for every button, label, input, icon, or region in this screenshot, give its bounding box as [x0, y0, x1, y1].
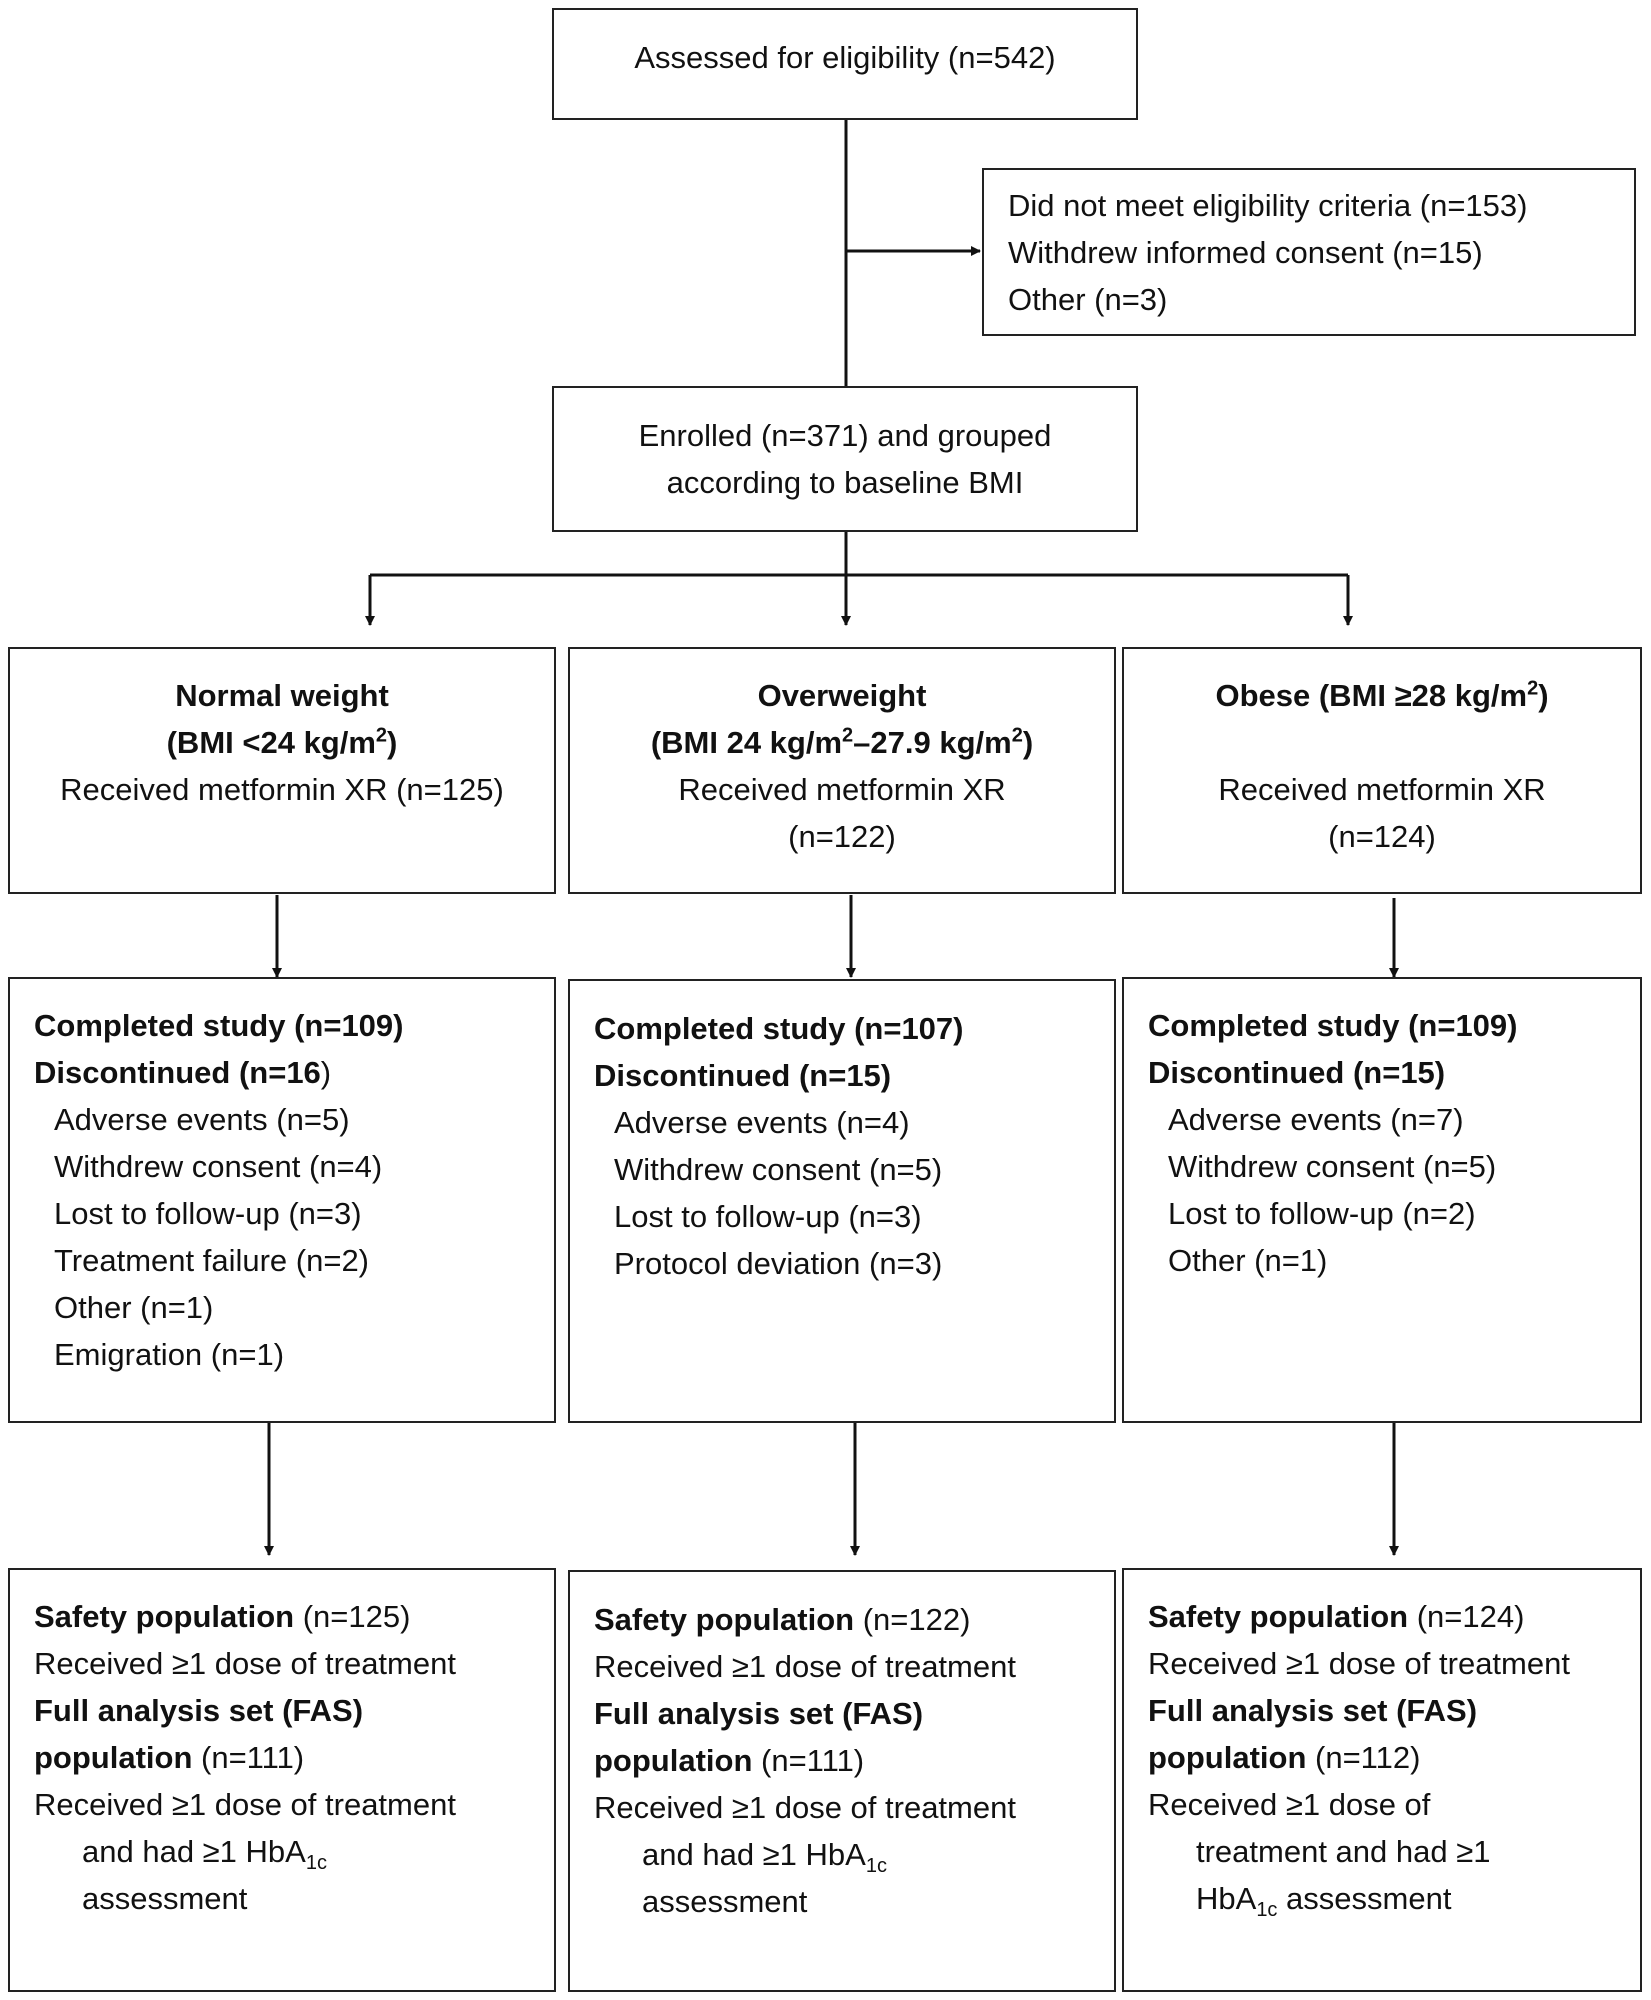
completed-study: Completed study (n=109) [34, 1008, 404, 1043]
completion-box-overweight [568, 979, 1116, 1423]
completion-text-overweight: Completed study (n=107) Discontinued (n=… [594, 1005, 964, 1287]
group-received-n: (n=122) [788, 819, 896, 854]
fas-desc: and had ≥1 HbA1c [82, 1834, 327, 1875]
fas-desc: Received ≥1 dose of treatment [594, 1790, 1016, 1825]
reason-item: Other (n=1) [1168, 1243, 1328, 1278]
discontinued: Discontinued (n=16) [34, 1055, 332, 1090]
reason-item: Withdrew consent (n=5) [614, 1152, 943, 1187]
population-text-obese: Safety population (n=124) Received ≥1 do… [1148, 1593, 1570, 1922]
population-text-overweight: Safety population (n=122) Received ≥1 do… [594, 1596, 1016, 1925]
completion-text-obese: Completed study (n=109) Discontinued (n=… [1148, 1002, 1518, 1284]
discontinued: Discontinued (n=15) [1148, 1055, 1446, 1090]
group-text-normal: Normal weight (BMI <24 kg/m2) Received m… [8, 672, 556, 813]
safety-population: Safety population (n=124) [1148, 1599, 1525, 1634]
group-title: Normal weight [175, 678, 389, 713]
excluded-item: Did not meet eligibility criteria (n=153… [1008, 188, 1528, 223]
group-box-obese [1122, 647, 1642, 894]
reason-item: Other (n=1) [54, 1290, 214, 1325]
discontinued: Discontinued (n=15) [594, 1058, 892, 1093]
group-title: Overweight [757, 678, 927, 713]
safety-desc: Received ≥1 dose of treatment [34, 1646, 456, 1681]
fas-label: Full analysis set (FAS) [1148, 1693, 1478, 1728]
safety-population: Safety population (n=125) [34, 1599, 411, 1634]
safety-desc: Received ≥1 dose of treatment [1148, 1646, 1570, 1681]
reason-item: Treatment failure (n=2) [54, 1243, 370, 1278]
fas-desc: assessment [82, 1881, 248, 1916]
fas-population: population (n=111) [594, 1743, 865, 1778]
reason-item: Emigration (n=1) [54, 1337, 285, 1372]
completed-study: Completed study (n=107) [594, 1011, 964, 1046]
enrolled-box [552, 386, 1138, 532]
assessed-box [552, 8, 1138, 120]
excluded-item: Other (n=3) [1008, 282, 1168, 317]
population-box-overweight [568, 1570, 1116, 1992]
reason-item: Withdrew consent (n=4) [54, 1149, 383, 1184]
fas-desc: treatment and had ≥1 [1196, 1834, 1491, 1869]
reason-item: Lost to follow-up (n=2) [1168, 1196, 1476, 1231]
fas-desc: HbA1c assessment [1196, 1881, 1452, 1922]
population-text-normal: Safety population (n=125) Received ≥1 do… [34, 1593, 456, 1922]
excluded-item: Withdrew informed consent (n=15) [1008, 235, 1483, 270]
completion-box-normal [8, 977, 556, 1423]
reason-item: Lost to follow-up (n=3) [614, 1199, 922, 1234]
completion-box-obese [1122, 977, 1642, 1423]
group-received: Received metformin XR [678, 772, 1006, 807]
excluded-list: Did not meet eligibility criteria (n=153… [1008, 182, 1527, 323]
fas-label: Full analysis set (FAS) [594, 1696, 924, 1731]
reason-item: Adverse events (n=4) [614, 1105, 910, 1140]
completion-text-normal: Completed study (n=109) Discontinued (n=… [34, 1002, 404, 1378]
fas-desc: Received ≥1 dose of treatment [34, 1787, 456, 1822]
reason-item: Protocol deviation (n=3) [614, 1246, 943, 1281]
reason-item: Withdrew consent (n=5) [1168, 1149, 1497, 1184]
group-bmi: (BMI 24 kg/m2–27.9 kg/m2) [650, 724, 1034, 760]
fas-population: population (n=111) [34, 1740, 305, 1775]
fas-desc: and had ≥1 HbA1c [642, 1837, 887, 1878]
enrolled-line-2: according to baseline BMI [666, 465, 1024, 500]
group-received-n: (n=124) [1328, 819, 1436, 854]
enrolled-line-1: Enrolled (n=371) and grouped [638, 418, 1052, 453]
reason-item: Lost to follow-up (n=3) [54, 1196, 362, 1231]
fas-desc: Received ≥1 dose of [1148, 1787, 1431, 1822]
group-received: Received metformin XR [1218, 772, 1546, 807]
group-title: Obese (BMI ≥28 kg/m2) [1215, 677, 1549, 713]
group-bmi: (BMI <24 kg/m2) [166, 724, 398, 760]
reason-item: Adverse events (n=7) [1168, 1102, 1464, 1137]
population-box-normal [8, 1568, 556, 1992]
group-received: Received metformin XR (n=125) [60, 772, 504, 807]
group-box-normal [8, 647, 556, 894]
assessed-text: Assessed for eligibility (n=542) [634, 40, 1056, 75]
fas-desc: assessment [642, 1884, 808, 1919]
enrolled-text: Enrolled (n=371) and grouped according t… [552, 412, 1138, 506]
fas-label: Full analysis set (FAS) [34, 1693, 364, 1728]
fas-population: population (n=112) [1148, 1740, 1421, 1775]
safety-desc: Received ≥1 dose of treatment [594, 1649, 1016, 1684]
reason-item: Adverse events (n=5) [54, 1102, 350, 1137]
safety-population: Safety population (n=122) [594, 1602, 971, 1637]
group-box-overweight [568, 647, 1116, 894]
group-text-obese: Obese (BMI ≥28 kg/m2) Received metformin… [1122, 672, 1642, 860]
population-box-obese [1122, 1568, 1642, 1992]
group-text-overweight: Overweight (BMI 24 kg/m2–27.9 kg/m2) Rec… [568, 672, 1116, 860]
completed-study: Completed study (n=109) [1148, 1008, 1518, 1043]
excluded-box [982, 168, 1636, 336]
